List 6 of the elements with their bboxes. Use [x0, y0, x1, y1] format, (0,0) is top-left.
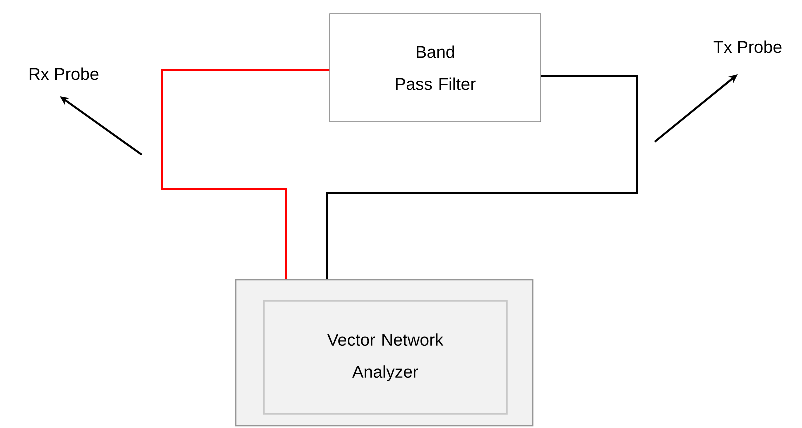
filter-box: Band Pass Filter: [330, 14, 542, 122]
probe-label: Rx Probe: [30, 68, 99, 80]
cable: [161, 69, 330, 280]
analyzer-panel: Vector Network Analyzer: [263, 300, 508, 415]
probe-label: Tx Probe: [714, 40, 782, 54]
cable: [326, 75, 638, 280]
